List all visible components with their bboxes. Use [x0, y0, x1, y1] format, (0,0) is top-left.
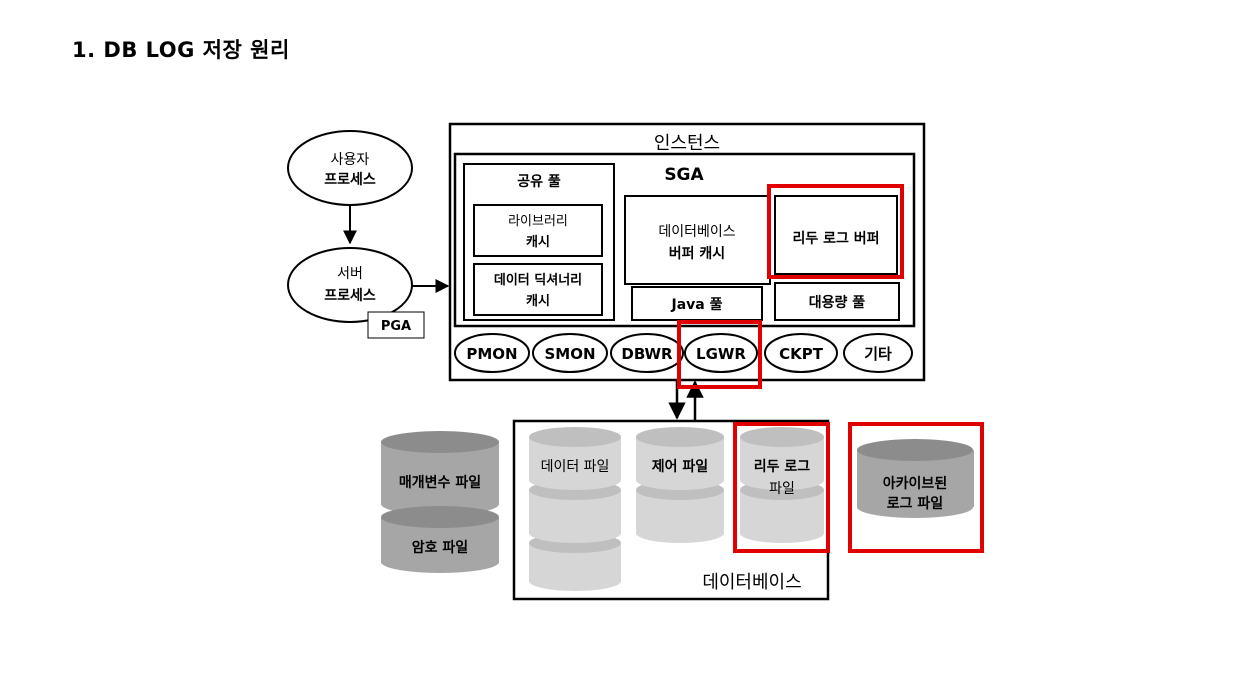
bg-process-smon: SMON: [532, 333, 608, 373]
svg-text:리두 로그: 리두 로그: [754, 459, 811, 475]
highlight-redo-log-file: [733, 422, 830, 553]
svg-text:서버: 서버: [337, 266, 363, 282]
data-file-cylinders: 데이터 파일: [529, 427, 621, 591]
svg-text:SGA: SGA: [664, 165, 704, 185]
svg-text:데이터베이스: 데이터베이스: [702, 572, 801, 593]
svg-text:데이터베이스: 데이터베이스: [658, 224, 735, 240]
svg-text:CKPT: CKPT: [779, 345, 824, 363]
svg-text:데이터 파일: 데이터 파일: [541, 459, 610, 475]
svg-text:파일: 파일: [769, 481, 795, 497]
svg-text:대용량 풀: 대용량 풀: [809, 295, 866, 311]
svg-text:인스턴스: 인스턴스: [654, 133, 720, 154]
svg-text:PGA: PGA: [381, 319, 411, 334]
svg-text:프로세스: 프로세스: [324, 172, 376, 188]
pga-box: PGA: [367, 311, 425, 339]
bg-process-other: 기타: [843, 333, 913, 373]
redo-log-file-cylinders: 리두 로그 파일: [740, 427, 824, 543]
redo-log-buffer: 리두 로그 버퍼: [774, 195, 898, 275]
svg-text:로그 파일: 로그 파일: [887, 496, 943, 512]
highlight-archived-log-file: [848, 422, 984, 553]
archived-log-file-cylinder: 아카이브된 로그 파일: [857, 439, 974, 518]
svg-text:캐시: 캐시: [526, 235, 550, 250]
bg-process-ckpt: CKPT: [764, 333, 838, 373]
svg-text:버퍼 캐시: 버퍼 캐시: [669, 245, 725, 262]
svg-text:제어 파일: 제어 파일: [652, 458, 708, 475]
highlight-lgwr: [677, 320, 762, 389]
svg-text:PMON: PMON: [466, 345, 517, 363]
password-file-cylinder: 암호 파일: [381, 506, 499, 573]
control-file-cylinders: 제어 파일: [636, 427, 724, 543]
svg-text:Java 풀: Java 풀: [671, 297, 723, 313]
svg-text:프로세스: 프로세스: [324, 288, 376, 304]
user-process: 사용자 프로세스: [287, 130, 413, 206]
highlight-redo-log-buffer: [767, 184, 904, 279]
svg-text:LGWR: LGWR: [696, 345, 746, 363]
svg-text:캐시: 캐시: [526, 294, 550, 309]
svg-text:매개변수 파일: 매개변수 파일: [399, 475, 481, 491]
dictionary-cache: 데이터 딕셔너리 캐시: [473, 263, 603, 316]
svg-text:리두 로그 버퍼: 리두 로그 버퍼: [792, 230, 879, 247]
svg-text:SMON: SMON: [544, 345, 595, 363]
bg-process-lgwr: LGWR: [684, 333, 758, 373]
svg-text:암호 파일: 암호 파일: [412, 539, 468, 556]
db-buffer-cache: 데이터베이스 버퍼 캐시: [624, 195, 771, 285]
svg-text:데이터 딕셔너리: 데이터 딕셔너리: [494, 272, 582, 288]
bg-process-pmon: PMON: [454, 333, 530, 373]
large-pool: 대용량 풀: [774, 282, 900, 321]
library-cache: 라이브러리 캐시: [473, 204, 603, 257]
svg-text:DBWR: DBWR: [621, 345, 673, 363]
bg-process-dbwr: DBWR: [610, 333, 684, 373]
svg-text:사용자: 사용자: [331, 152, 370, 168]
svg-text:공유 풀: 공유 풀: [517, 174, 561, 190]
svg-text:기타: 기타: [864, 345, 892, 363]
svg-text:아카이브된: 아카이브된: [883, 475, 947, 492]
java-pool: Java 풀: [631, 286, 763, 321]
param-file-cylinder: 매개변수 파일: [381, 431, 499, 515]
page-title: 1. DB LOG 저장 원리: [72, 38, 290, 62]
svg-text:라이브러리: 라이브러리: [508, 214, 568, 229]
server-process: 서버 프로세스: [287, 247, 413, 323]
